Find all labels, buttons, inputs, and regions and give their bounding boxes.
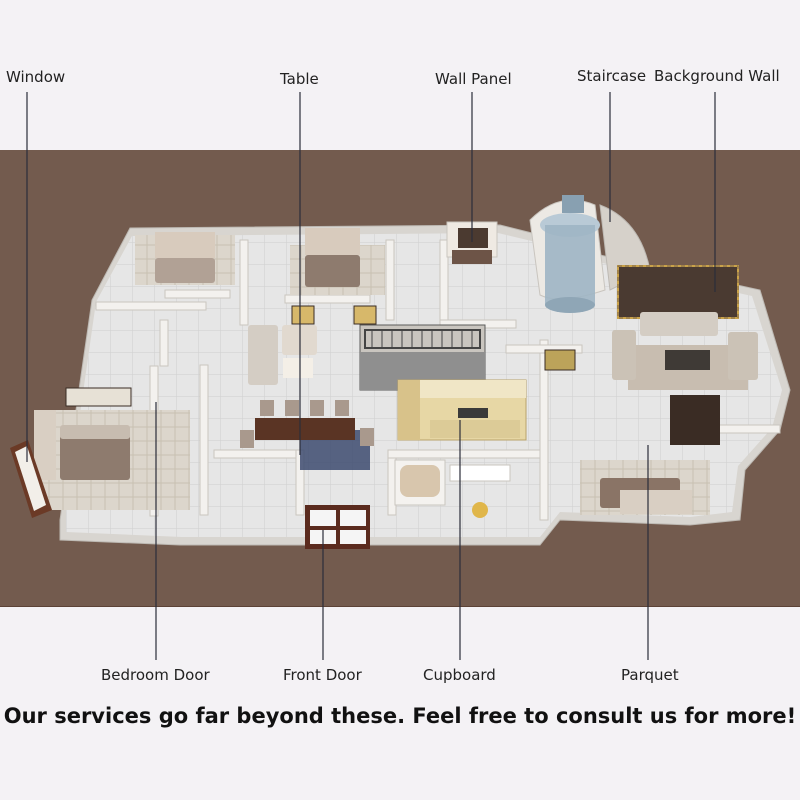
living-room [612, 265, 758, 445]
sofa-corner [248, 325, 317, 385]
bathroom [394, 459, 511, 518]
wall-art [65, 305, 576, 407]
front-door-graphic [305, 505, 370, 549]
label-window: Window [6, 68, 66, 86]
label-parquet: Parquet [621, 666, 679, 684]
window-graphic [10, 440, 52, 518]
kitchen-cupboard [397, 379, 527, 441]
label-bedroom-door: Bedroom Door [101, 666, 210, 684]
bedroom-top-center [290, 228, 385, 295]
staircase [529, 195, 651, 313]
footer-message: Our services go far beyond these. Feel f… [3, 704, 797, 728]
bedroom-left [34, 410, 190, 510]
label-cupboard: Cupboard [423, 666, 496, 684]
label-staircase: Staircase [577, 67, 647, 85]
label-table: Table [280, 70, 319, 88]
callout-lines [26, 92, 716, 660]
label-front-door: Front Door [283, 666, 362, 684]
dining-area [240, 400, 374, 470]
label-background-wall: Background Wall [654, 67, 780, 85]
bedroom-bottom-right [580, 460, 710, 515]
bedroom-top-left [135, 232, 235, 285]
label-wall-panel: Wall Panel [435, 70, 512, 88]
